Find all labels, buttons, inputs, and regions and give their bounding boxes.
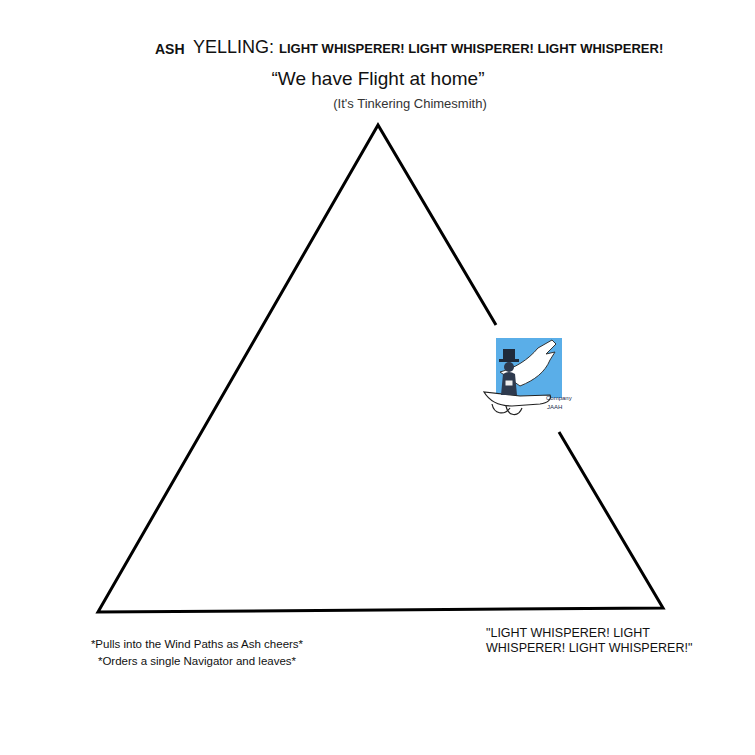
speaker-name: ASH: [155, 41, 185, 58]
logo-text: JAAH: [547, 404, 562, 411]
logo-text: Company: [546, 395, 572, 402]
top-hat: [503, 349, 515, 360]
logo: [484, 338, 562, 415]
left-note: *Pulls into the Wind Paths as Ash cheers…: [91, 638, 303, 652]
logo-square: [496, 338, 562, 398]
hat-brim: [499, 359, 519, 362]
top-quote: “We have Flight at home”: [272, 68, 485, 91]
triangle: [98, 125, 663, 612]
head: [504, 362, 514, 372]
lower-hand: [484, 392, 551, 406]
top-shout: LIGHT WHISPERER! LIGHT WHISPERER! LIGHT …: [279, 41, 663, 57]
speaker-verb: YELLING:: [193, 37, 274, 59]
left-note: *Orders a single Navigator and leaves*: [98, 655, 296, 669]
fingers: [492, 404, 522, 415]
right-shout: "LIGHT WHISPERER! LIGHT WHISPERER! LIGHT…: [486, 626, 701, 656]
collar: [505, 380, 513, 386]
body: [501, 372, 517, 395]
top-note: (It's Tinkering Chimesmith): [333, 96, 486, 112]
